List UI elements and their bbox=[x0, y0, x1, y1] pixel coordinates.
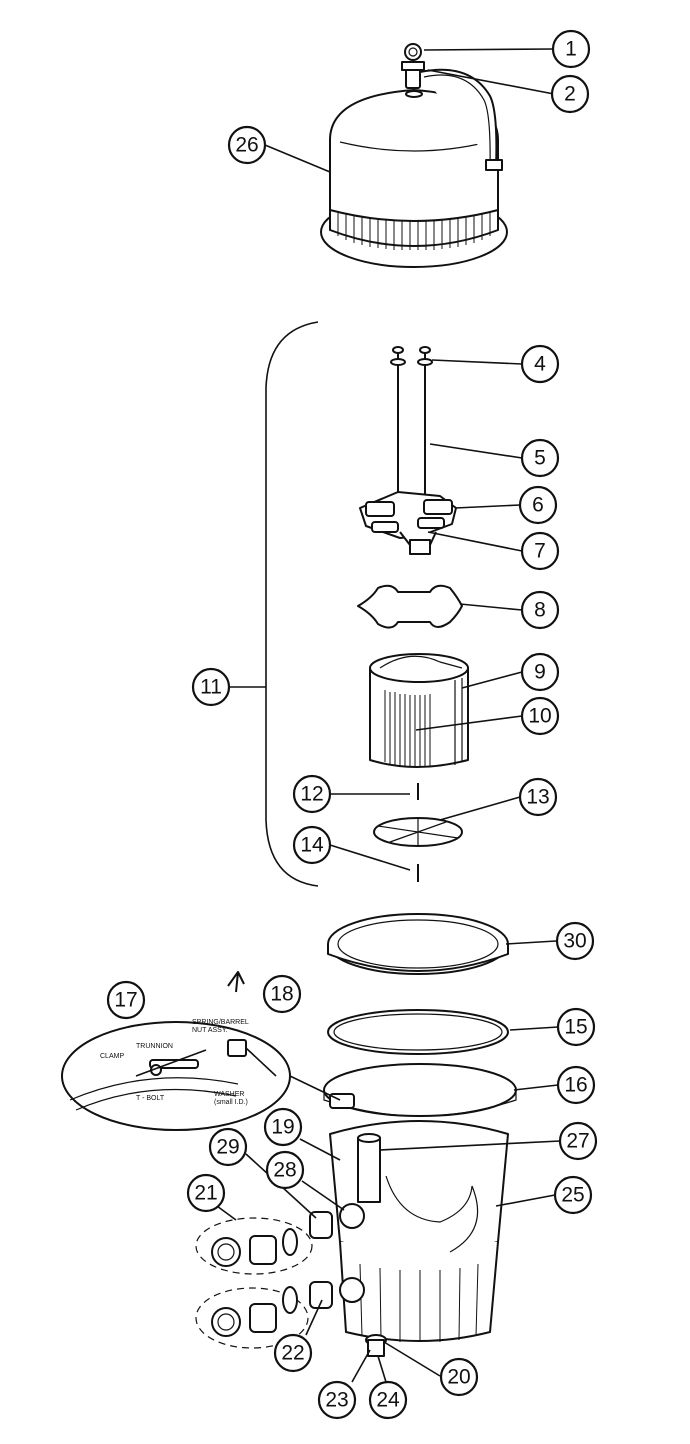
callout-2: 2 bbox=[550, 74, 590, 114]
callout-19: 19 bbox=[263, 1107, 303, 1147]
callout-7: 7 bbox=[520, 531, 560, 571]
svg-text:2: 2 bbox=[564, 83, 576, 106]
svg-text:5: 5 bbox=[534, 447, 546, 470]
callout-17: 17 bbox=[106, 980, 146, 1020]
svg-text:1: 1 bbox=[565, 38, 577, 61]
callout-5: 5 bbox=[520, 438, 560, 478]
svg-text:19: 19 bbox=[271, 1116, 294, 1139]
svg-text:25: 25 bbox=[561, 1184, 584, 1207]
svg-text:13: 13 bbox=[526, 786, 549, 809]
inset-label-washer-note: (small I.D.) bbox=[214, 1099, 248, 1106]
svg-text:9: 9 bbox=[534, 661, 546, 684]
svg-text:20: 20 bbox=[447, 1366, 470, 1389]
callout-12: 12 bbox=[292, 774, 332, 814]
leader-lines bbox=[135, 48, 561, 1383]
callout-18: 18 bbox=[262, 974, 302, 1014]
callout-30: 30 bbox=[555, 921, 595, 961]
inset-label-trunnion: TRUNNION bbox=[136, 1043, 173, 1050]
callout-27: 27 bbox=[558, 1121, 598, 1161]
svg-text:27: 27 bbox=[566, 1130, 589, 1153]
svg-text:21: 21 bbox=[194, 1182, 217, 1205]
svg-text:18: 18 bbox=[270, 983, 293, 1006]
inset-label-washer: WASHER bbox=[214, 1091, 244, 1098]
callout-6: 6 bbox=[518, 485, 558, 525]
grid-support-part bbox=[357, 584, 463, 629]
svg-text:16: 16 bbox=[564, 1074, 587, 1097]
callout-8: 8 bbox=[520, 590, 560, 630]
lid-cover-part bbox=[327, 913, 509, 975]
callout-1: 1 bbox=[551, 29, 591, 69]
clamp-ring-part bbox=[323, 1063, 517, 1117]
svg-text:26: 26 bbox=[235, 134, 258, 157]
svg-text:4: 4 bbox=[534, 353, 546, 376]
callout-22: 22 bbox=[273, 1333, 313, 1373]
callout-26: 26 bbox=[227, 125, 267, 165]
svg-text:12: 12 bbox=[300, 783, 323, 806]
bottom-spider-part bbox=[373, 783, 463, 882]
svg-text:28: 28 bbox=[273, 1159, 296, 1182]
svg-text:6: 6 bbox=[532, 494, 544, 517]
o-ring-part bbox=[327, 1009, 509, 1055]
callout-11: 11 bbox=[191, 667, 231, 707]
manifold-part bbox=[359, 491, 457, 555]
svg-text:14: 14 bbox=[300, 834, 324, 857]
inset-label-tbolt: T - BOLT bbox=[136, 1095, 165, 1102]
callout-24: 24 bbox=[368, 1380, 408, 1420]
svg-text:15: 15 bbox=[564, 1016, 587, 1039]
svg-text:29: 29 bbox=[216, 1136, 239, 1159]
svg-text:22: 22 bbox=[281, 1342, 304, 1365]
callout-28: 28 bbox=[265, 1150, 305, 1190]
callout-23: 23 bbox=[317, 1380, 357, 1420]
inset-label-spring: SPRING/BARREL bbox=[192, 1019, 249, 1026]
inset-label-clamp: CLAMP bbox=[100, 1053, 124, 1060]
callout-13: 13 bbox=[518, 777, 558, 817]
callout-4: 4 bbox=[520, 344, 560, 384]
inset-label-nut: NUT ASSY. bbox=[192, 1027, 228, 1034]
svg-text:10: 10 bbox=[528, 705, 551, 728]
callout-10: 10 bbox=[520, 696, 560, 736]
clamp-detail-inset: SPRING/BARREL NUT ASSY. TRUNNION CLAMP T… bbox=[61, 971, 291, 1131]
svg-text:30: 30 bbox=[563, 930, 586, 953]
svg-text:24: 24 bbox=[376, 1389, 400, 1412]
callout-29: 29 bbox=[208, 1127, 248, 1167]
svg-text:23: 23 bbox=[325, 1389, 348, 1412]
callout-21: 21 bbox=[186, 1173, 226, 1213]
manifold-rods bbox=[390, 346, 433, 500]
callout-14: 14 bbox=[292, 825, 332, 865]
assembly-bracket bbox=[265, 321, 319, 887]
fittings-group-upper bbox=[195, 1211, 333, 1275]
callout-15: 15 bbox=[556, 1007, 596, 1047]
svg-text:17: 17 bbox=[114, 989, 137, 1012]
tank-body-part bbox=[329, 1120, 509, 1357]
callout-25: 25 bbox=[553, 1175, 593, 1215]
svg-text:11: 11 bbox=[200, 676, 222, 699]
callout-9: 9 bbox=[520, 652, 560, 692]
callout-16: 16 bbox=[556, 1065, 596, 1105]
callout-20: 20 bbox=[439, 1357, 479, 1397]
svg-text:8: 8 bbox=[534, 599, 546, 622]
tank-lid-part bbox=[320, 43, 508, 268]
fittings-group-lower bbox=[195, 1281, 333, 1349]
cartridge-element-part bbox=[369, 653, 469, 768]
svg-text:7: 7 bbox=[534, 540, 546, 563]
